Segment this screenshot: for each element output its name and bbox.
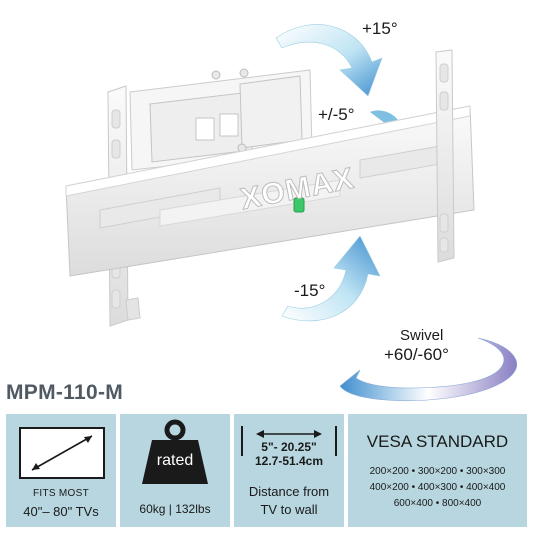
distance-line1: Distance from — [248, 484, 330, 499]
spec-vesa-panel: VESA STANDARD 200×200 • 300×200 • 300×30… — [348, 414, 527, 527]
swivel-arrow-icon — [339, 337, 518, 401]
load-badge: rated — [156, 452, 194, 469]
tilt-down-label: -15° — [294, 281, 325, 300]
wall-mount-drawing — [65, 49, 475, 327]
distance-range-cm: 12.7-51.4cm — [254, 454, 324, 468]
tv-size-line1: FITS MOST — [32, 488, 90, 499]
vesa-title: VESA STANDARD — [366, 432, 509, 451]
spec-load-panel: rated 60kg | 132lbs — [120, 414, 230, 527]
swivel-value: +60/-60° — [384, 345, 449, 364]
vesa-row: 600×400 • 800×400 — [393, 498, 482, 509]
distance-icon — [241, 426, 337, 456]
tv-size-icon — [19, 427, 105, 479]
vesa-row: 400×200 • 400×300 • 400×400 — [369, 482, 506, 493]
distance-range-in: 5"- 20.25" — [261, 440, 317, 454]
level-label: +/-5° — [318, 105, 355, 124]
tilt-up-label: +15° — [362, 19, 398, 38]
spec-distance-panel: 5"- 20.25" 12.7-51.4cm Distance from TV … — [234, 414, 344, 527]
tv-size-line2: 40"– 80" TVs — [23, 504, 99, 519]
tilt-up-arrow-icon — [275, 24, 383, 97]
model-number: MPM-110-M — [6, 381, 124, 404]
weight-icon — [142, 419, 208, 484]
vesa-row: 200×200 • 300×200 • 300×300 — [369, 466, 506, 477]
distance-line2: TV to wall — [260, 502, 318, 517]
swivel-title: Swivel — [400, 327, 443, 344]
spec-tv-size-panel: FITS MOST 40"– 80" TVs — [6, 414, 116, 527]
level-right-arrow-icon — [370, 110, 398, 124]
tilt-down-arrow-icon — [281, 235, 381, 322]
load-value: 60kg | 132lbs — [139, 502, 211, 516]
